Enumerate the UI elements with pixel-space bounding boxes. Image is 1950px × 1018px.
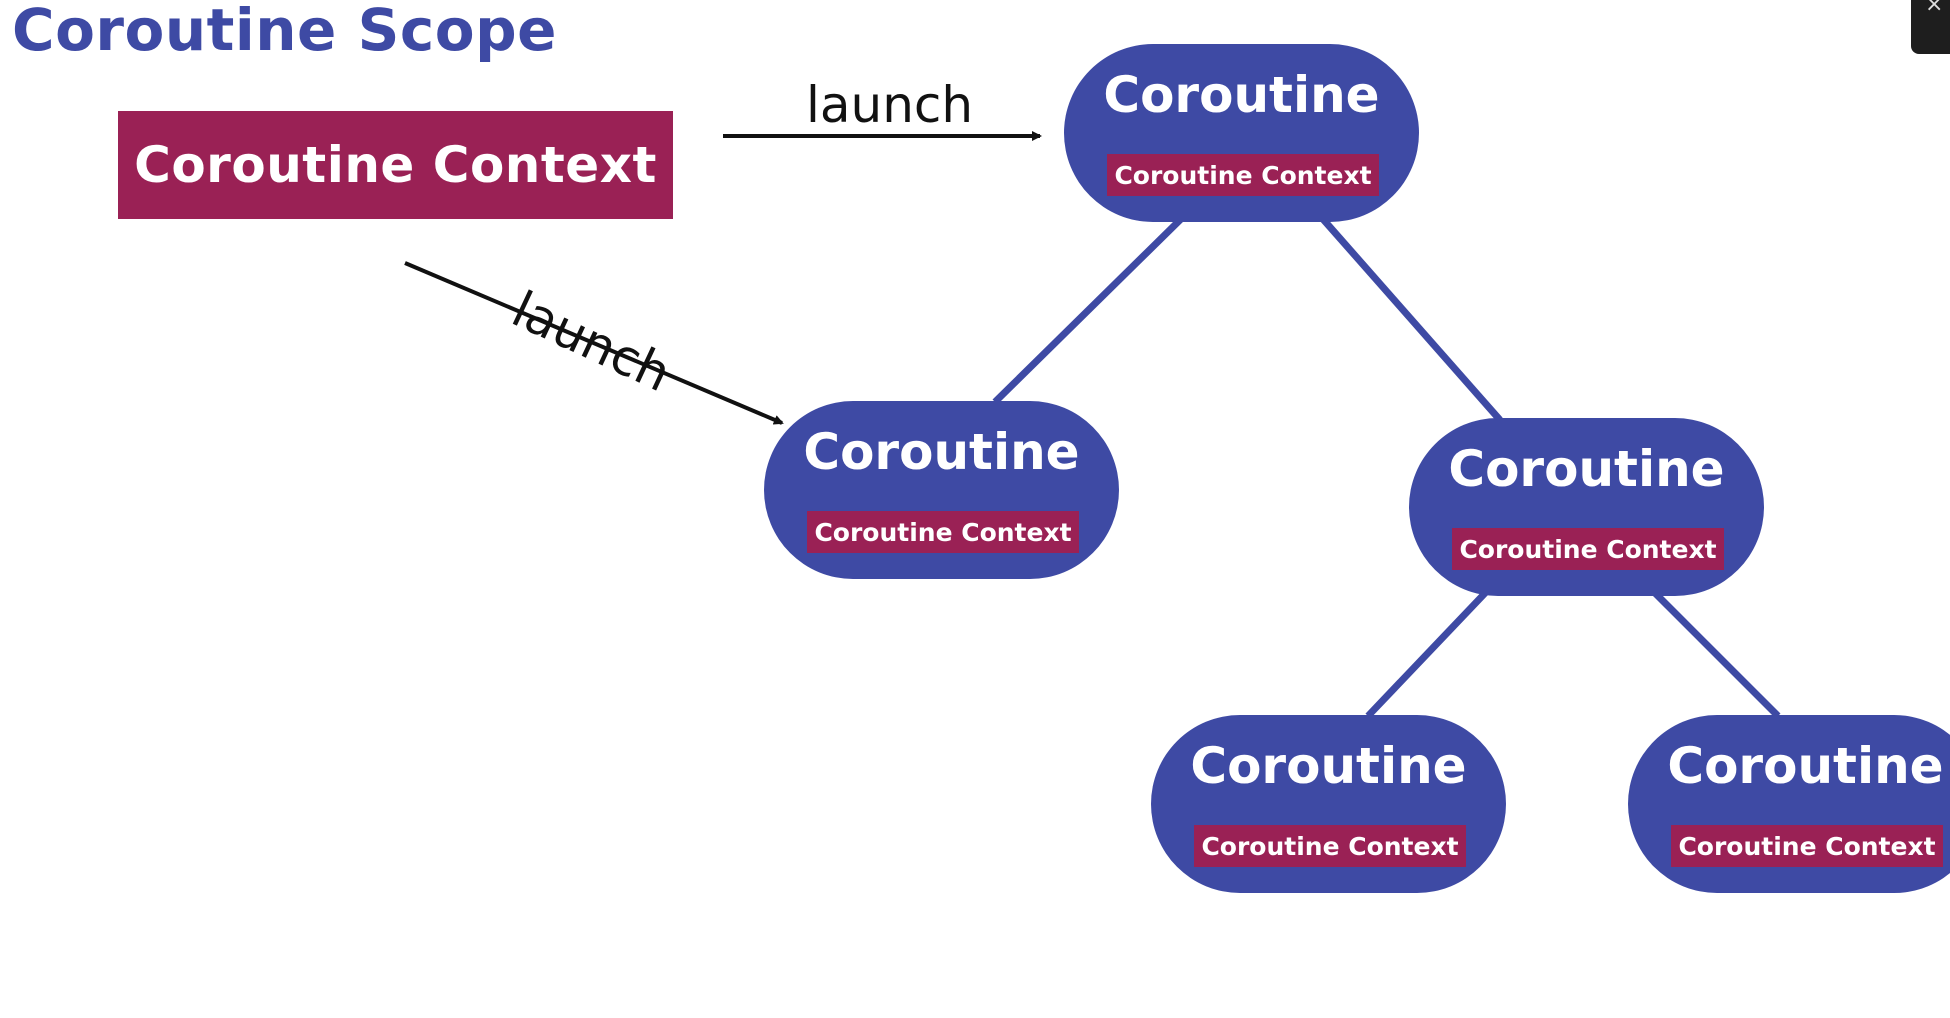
close-button[interactable]: × <box>1911 0 1950 54</box>
coroutine-node-bottom-left: Coroutine Coroutine Context <box>1151 715 1506 893</box>
page-title: Coroutine Scope <box>12 0 557 64</box>
coroutine-title: Coroutine <box>1190 737 1467 795</box>
coroutine-node-root: Coroutine Coroutine Context <box>1064 44 1419 222</box>
launch-arrow-2 <box>404 261 784 425</box>
coroutine-node-bottom-right: Coroutine Coroutine Context <box>1628 715 1950 893</box>
coroutine-node-right: Coroutine Coroutine Context <box>1409 418 1764 596</box>
coroutine-title: Coroutine <box>1667 737 1944 795</box>
coroutine-context-label: Coroutine Context <box>1194 825 1466 867</box>
coroutine-context-label: Coroutine Context <box>1107 154 1379 196</box>
edge-root-right <box>1319 215 1503 423</box>
coroutine-context-label: Coroutine Context <box>807 511 1079 553</box>
coroutine-node-left: Coroutine Coroutine Context <box>764 401 1119 579</box>
coroutine-context-label: Coroutine Context <box>1671 825 1943 867</box>
coroutine-title: Coroutine <box>803 423 1080 481</box>
coroutine-title: Coroutine <box>1103 66 1380 124</box>
scope-coroutine-context: Coroutine Context <box>118 111 673 219</box>
close-icon: × <box>1925 0 1944 17</box>
launch-label-1: launch <box>806 76 974 134</box>
edge-right-bottom-left <box>1365 587 1491 719</box>
edge-right-bottom-right <box>1649 587 1781 719</box>
coroutine-context-label: Coroutine Context <box>1452 528 1724 570</box>
edge-root-left <box>992 215 1185 405</box>
coroutine-title: Coroutine <box>1448 440 1725 498</box>
